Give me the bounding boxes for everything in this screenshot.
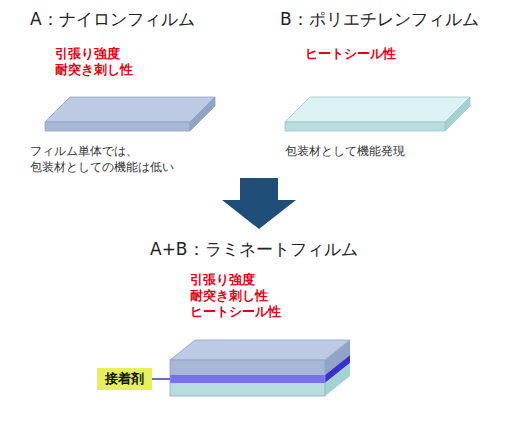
property-label: 引張り強度 [55, 46, 120, 61]
film-heading: A+B：ラミネートフィルム [150, 239, 358, 259]
property-label: 引張り強度 [190, 272, 255, 287]
note-text: フィルム単体では、 包装材としての機能は低い [30, 143, 205, 175]
callout-box: 接着剤 [97, 368, 152, 390]
property-label: ヒートシール性 [305, 46, 396, 61]
film-node: A+B：ラミネートフィルム引張り強度耐突き刺し性ヒートシール性 [170, 340, 350, 396]
note-text: 包装材として機能発現 [285, 143, 460, 159]
down-arrow [222, 178, 296, 229]
laminate-film [170, 340, 350, 396]
nylon-film [45, 97, 215, 131]
polyethylene-film [285, 97, 470, 131]
property-label: 耐突き刺し性 [190, 288, 268, 303]
film-node: A：ナイロンフィルム引張り強度耐突き刺し性フィルム単体では、 包装材としての機能… [45, 97, 215, 131]
leader-line [152, 378, 170, 380]
film-heading: A：ナイロンフィルム [30, 9, 195, 29]
property-label: ヒートシール性 [190, 304, 281, 319]
film-heading: B：ポリエチレンフィルム [280, 9, 479, 29]
property-label: 耐突き刺し性 [55, 62, 133, 77]
callout-label: 接着剤 [105, 371, 144, 387]
film-node: B：ポリエチレンフィルムヒートシール性包装材として機能発現 [285, 97, 470, 131]
